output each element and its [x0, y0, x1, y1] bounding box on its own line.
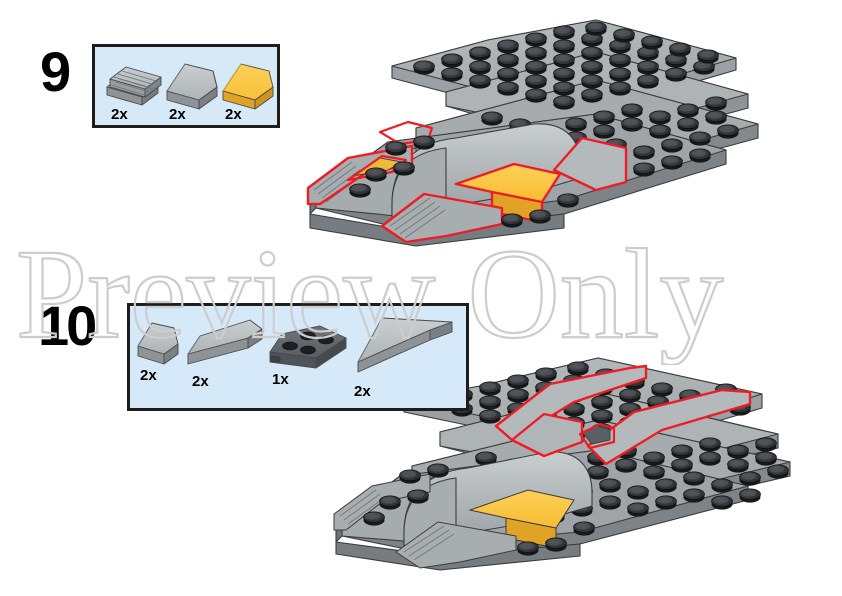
part-icon-wedge-plate-4x2 — [269, 325, 347, 369]
part-qty-label: 2x — [169, 106, 186, 123]
yellow-slope-nose-10 — [468, 489, 575, 549]
part-qty-label: 2x — [140, 367, 157, 384]
parts-callout-9: 2x 2x 2x — [92, 44, 280, 128]
part-qty-label: 2x — [354, 383, 371, 400]
model-assembly-step-9 — [296, 18, 766, 268]
step-number-10: 10 — [38, 294, 97, 357]
part-icon-slope-2x2 — [166, 63, 218, 110]
new-part-slope-connector — [578, 422, 616, 450]
new-part-grille-tiles-lower — [380, 192, 504, 244]
part-qty-label: 2x — [225, 106, 242, 123]
model-assembly-step-10 — [330, 350, 810, 580]
part-icon-grille-tile-1x2 — [106, 66, 162, 106]
part-icon-plate-1x6 — [357, 317, 453, 373]
step-number-9: 9 — [40, 40, 71, 103]
parts-callout-10: 2x 2x — [127, 303, 469, 411]
part-qty-label: 2x — [192, 373, 209, 390]
new-part-plate-right — [586, 388, 752, 466]
part-qty-label: 2x — [111, 106, 128, 123]
new-part-gray-slope — [552, 136, 628, 192]
part-icon-slope-1x4 — [187, 319, 263, 365]
part-qty-label: 1x — [272, 371, 289, 388]
part-icon-slope-2x2-yellow — [222, 63, 274, 110]
part-icon-slope-1x2 — [137, 322, 179, 365]
